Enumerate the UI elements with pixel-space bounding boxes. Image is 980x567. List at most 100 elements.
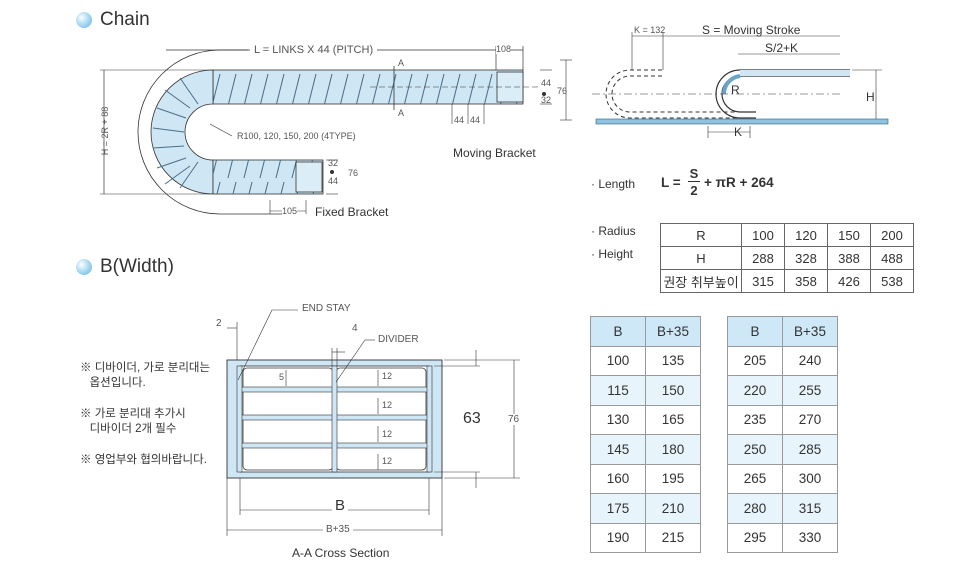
note-1: ※ 디바이더, 가로 분리대는 옵션입니다.: [80, 362, 211, 389]
dim-2: 2: [216, 318, 222, 329]
cell: 255: [782, 375, 838, 406]
dim-12-b: 12: [382, 400, 393, 410]
width-title: B(Width): [100, 256, 174, 277]
formula-length-label: · Length: [591, 177, 636, 191]
table-row: 권장 취부높이 315 358 426 538: [660, 269, 914, 293]
dim-105: 105: [282, 206, 298, 216]
radius-label: · Radius: [591, 224, 636, 238]
cell: 150: [645, 375, 701, 406]
cell: 120: [784, 223, 828, 247]
cell: 220: [727, 375, 783, 406]
formula-lhs: L =: [661, 175, 681, 190]
cross-section-caption: A-A Cross Section: [292, 546, 390, 560]
half-stroke-label: S/2+K: [765, 41, 799, 55]
column-header: B+35: [782, 316, 838, 347]
cell: 328: [784, 246, 828, 270]
length-label: L = LINKS X 44 (PITCH): [250, 44, 378, 56]
formula-rest: + πR + 264: [704, 175, 774, 190]
chain-section-title: Chain: [76, 9, 150, 31]
moving-stroke-label: S = Moving Stroke: [702, 23, 801, 37]
note-2: ※ 가로 분리대 추가시 디바이더 2개 필수: [80, 408, 186, 435]
dim-12-a: 12: [382, 371, 393, 381]
dim-32-top: 32: [541, 95, 552, 105]
cell: 100: [590, 345, 646, 376]
dim-44-bottom: 44: [328, 176, 339, 186]
dim-63: 63: [463, 410, 481, 427]
dim-5: 5: [279, 372, 285, 382]
cell: 160: [590, 463, 646, 494]
dim-76-bottom: 76: [348, 168, 359, 178]
cell: 180: [645, 434, 701, 465]
height-formula-label: H = 2R + 88: [100, 106, 110, 156]
radius-types-label: R100, 120, 150, 200 (4TYPE): [237, 131, 356, 141]
cell: 175: [590, 493, 646, 524]
cell: 190: [590, 522, 646, 553]
formula-numerator: S: [688, 166, 700, 182]
bullet-icon: [76, 259, 92, 275]
cell: 200: [870, 223, 914, 247]
cell: 135: [645, 345, 701, 376]
cell: 150: [827, 223, 871, 247]
pitch-44-b: 44: [470, 115, 481, 125]
cell: 250: [727, 434, 783, 465]
radius-height-table: R 100 120 150 200 H 288 328 388 488 권장 취…: [660, 223, 914, 293]
b35-label: B+35: [323, 524, 353, 535]
chain-title: Chain: [100, 9, 150, 30]
cell: 165: [645, 404, 701, 435]
cell: 130: [590, 404, 646, 435]
moving-bracket-label: Moving Bracket: [453, 146, 536, 160]
width-section-title: B(Width): [76, 256, 174, 278]
cell: 295: [727, 522, 783, 553]
dim-108: 108: [496, 44, 512, 54]
b-label: B: [332, 497, 349, 514]
end-stay-label: END STAY: [302, 303, 351, 314]
dim-12-d: 12: [382, 456, 393, 466]
chain-drawing: [100, 46, 572, 215]
cell: 300: [782, 463, 838, 494]
table-header-row: B B+35: [727, 316, 838, 347]
dim-12-c: 12: [382, 429, 393, 439]
cross-section-drawing: [226, 309, 520, 536]
h-label: H: [866, 90, 875, 104]
column-header: B: [590, 316, 646, 347]
cell: 388: [827, 246, 871, 270]
cell: 145: [590, 434, 646, 465]
cell: 538: [870, 269, 914, 293]
cell: 235: [727, 404, 783, 435]
cell: 488: [870, 246, 914, 270]
cell: 205: [727, 345, 783, 376]
dim-76-top: 76: [557, 86, 568, 96]
cell: 426: [827, 269, 871, 293]
column-header: B: [727, 316, 783, 347]
cell: 270: [782, 404, 838, 435]
r-label: R: [731, 83, 740, 97]
bullet-icon: [76, 12, 92, 28]
dim-76: 76: [508, 414, 520, 425]
cell: 265: [727, 463, 783, 494]
cell: 358: [784, 269, 828, 293]
table-row: R 100 120 150 200: [660, 223, 914, 247]
height-label: · Height: [591, 247, 634, 261]
note-3: ※ 영업부와 협의바랍니다.: [80, 454, 207, 466]
pitch-44-a: 44: [454, 115, 465, 125]
dim-32-bottom: 32: [328, 158, 339, 168]
cell: 195: [645, 463, 701, 494]
section-mark-bottom: A: [398, 108, 405, 118]
row-label: R: [660, 223, 742, 247]
k-132-label: K = 132: [634, 25, 666, 35]
section-mark-top: A: [398, 58, 405, 68]
formula-denominator: 2: [690, 183, 698, 198]
